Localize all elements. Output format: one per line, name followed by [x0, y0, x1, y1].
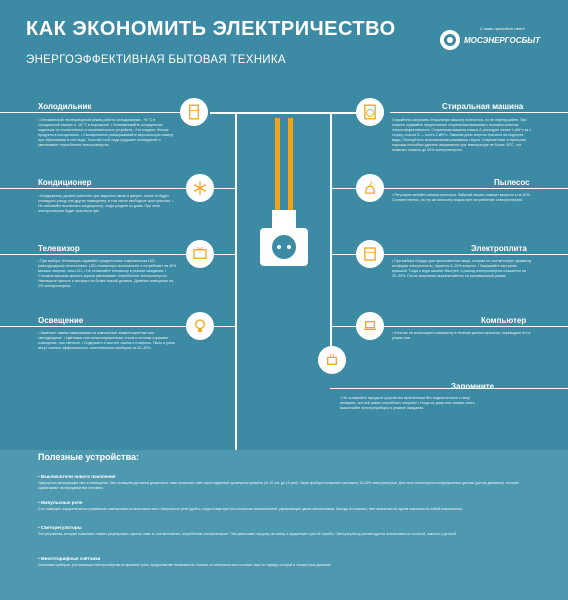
stove-text: • При выборе посуды для приготовления пи…: [392, 259, 532, 278]
page-subtitle: ЭНЕРГОЭФФЕКТИВНАЯ БЫТОВАЯ ТЕХНИКА: [26, 54, 286, 66]
light-text: • Замените лампы накаливания на компактн…: [38, 331, 175, 350]
connector-light: [0, 326, 236, 327]
connector-stove: [330, 254, 568, 255]
connector-remember: [330, 388, 568, 389]
stove-icon: [356, 240, 384, 268]
vacuum-text: • Регулярно меняйте мешок пылесоса. Заби…: [392, 193, 531, 202]
light-title: Освещение: [38, 316, 84, 325]
remember-text: • Не оставляйте зарядное устройство вклю…: [340, 396, 476, 410]
connector-vacuum: [330, 188, 568, 189]
fridge-text: • Оптимальный температурный режим работы…: [38, 118, 174, 147]
tv-title: Телевизор: [38, 244, 80, 253]
page-title: КАК ЭКОНОМИТЬ ЭЛЕКТРИЧЕСТВО: [26, 18, 396, 40]
fridge-icon: [180, 98, 208, 126]
device-text: Установка приборов, учитывающих электроэ…: [38, 563, 332, 567]
tv-icon: [186, 240, 214, 268]
lightbulb-icon: [186, 312, 214, 340]
logo-text: МОСЭНЕРГОСБЫТ: [464, 36, 541, 45]
washing-machine-icon: [356, 98, 384, 126]
device-text: Однократно включающие свет в помещении. …: [38, 481, 520, 490]
computer-text: • Если вы не используете компьютер в теч…: [392, 331, 531, 340]
washer-title: Стиральная машина: [442, 102, 524, 111]
connector-washer: [390, 112, 568, 113]
device-title: • Выключатели нового поколения: [38, 474, 116, 479]
tv-text: • При выборе телевизора отдавайте предпо…: [38, 259, 177, 288]
connector-bottom: [235, 352, 237, 452]
fridge-title: Холодильник: [38, 102, 92, 111]
cable-left: [275, 118, 280, 230]
ac-text: • Кондиционер должен работать при закрыт…: [38, 194, 174, 213]
laptop-icon: [356, 312, 384, 340]
stove-title: Электроплита: [471, 244, 527, 253]
connector-fridge: [0, 112, 180, 113]
snowflake-icon: [186, 174, 214, 202]
socket-icon: [256, 210, 312, 266]
logo-tagline: С нами приходит свет!: [480, 26, 525, 31]
device-title: • Многотарифные счётчики: [38, 556, 101, 561]
device-title: • Светорегуляторы: [38, 525, 82, 530]
plug-standby-icon: [318, 346, 346, 374]
washer-text: Старайтесь загружать стиральную машину п…: [392, 118, 532, 152]
useful-devices-panel: [0, 450, 568, 600]
connector-ac: [0, 188, 236, 189]
connector-main-right: [330, 112, 332, 352]
device-text: С их помощью осуществляется управление о…: [38, 507, 464, 511]
useful-devices-heading: Полезные устройства:: [38, 452, 139, 462]
vacuum-title: Пылесос: [494, 178, 530, 187]
device-text: Это устройства, которые позволяют плавно…: [38, 532, 457, 536]
device-title: • Импульсные реле: [38, 500, 83, 505]
cable-right: [288, 118, 293, 230]
ac-title: Кондиционер: [38, 178, 92, 187]
computer-title: Компьютер: [481, 316, 527, 325]
logo-emblem-icon: [440, 30, 460, 50]
connector-main-left: [235, 112, 237, 352]
brand-logo: МОСЭНЕРГОСБЫТ С нами приходит свет!: [440, 26, 560, 54]
connector-computer: [330, 326, 568, 327]
connector-tv: [0, 254, 236, 255]
connector-center: [331, 266, 332, 346]
vacuum-icon: [356, 174, 384, 202]
connector-top: [210, 112, 360, 114]
remember-title: Запомните: [451, 382, 495, 391]
